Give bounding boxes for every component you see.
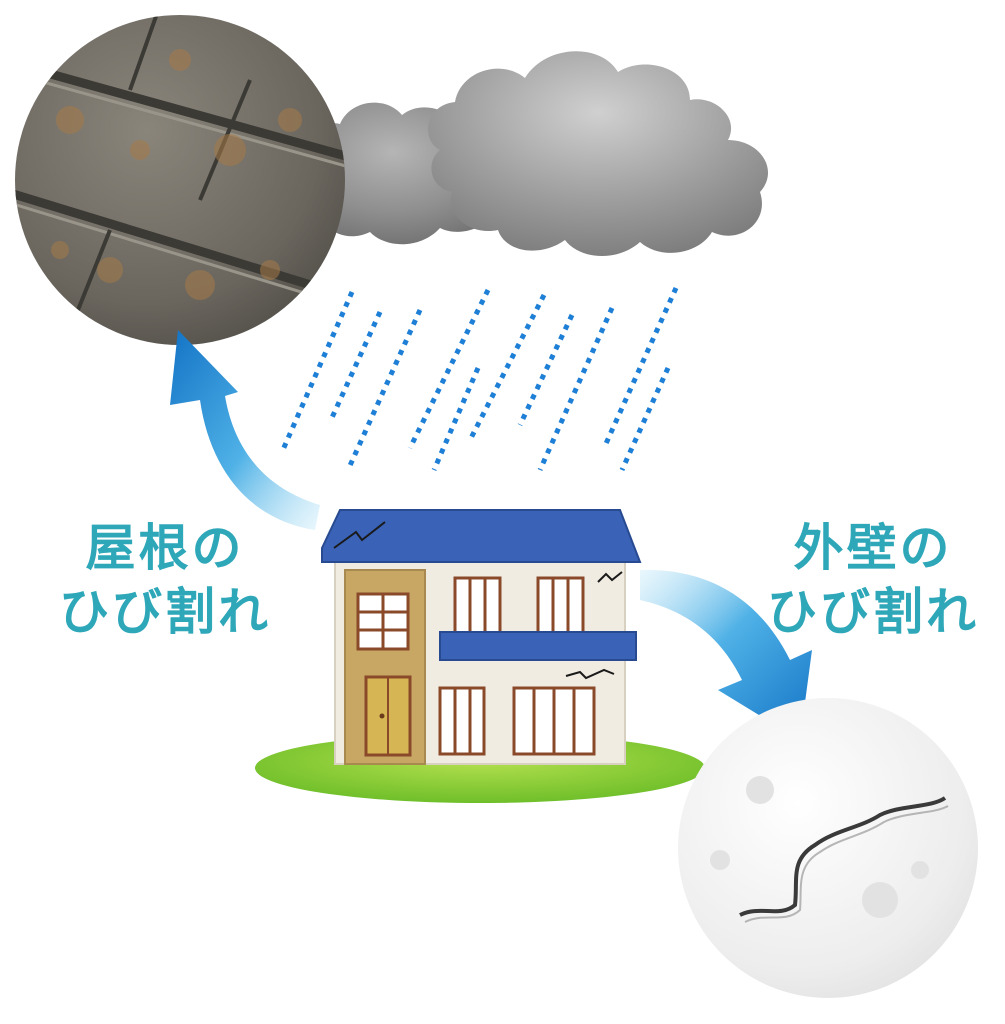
cracked-roof-tile-photo — [15, 15, 345, 345]
wall-crack-label-line2: ひび割れ — [767, 583, 979, 641]
rain-lines — [279, 286, 679, 472]
roof-crack-label-line1: 屋根の — [85, 519, 245, 577]
arrow-to-wall-icon — [640, 569, 812, 740]
rain-cloud-icon — [296, 51, 769, 257]
wall-crack-label: 外壁の ひび割れ — [748, 516, 998, 644]
roof-crack-label-line2: ひび割れ — [59, 583, 271, 641]
wall-crack-label-line1: 外壁の — [793, 519, 953, 577]
cracked-wall-photo — [678, 698, 978, 998]
arrow-to-roof-icon — [170, 330, 320, 530]
house-icon — [321, 509, 642, 765]
roof-crack-label: 屋根の ひび割れ — [40, 516, 290, 644]
